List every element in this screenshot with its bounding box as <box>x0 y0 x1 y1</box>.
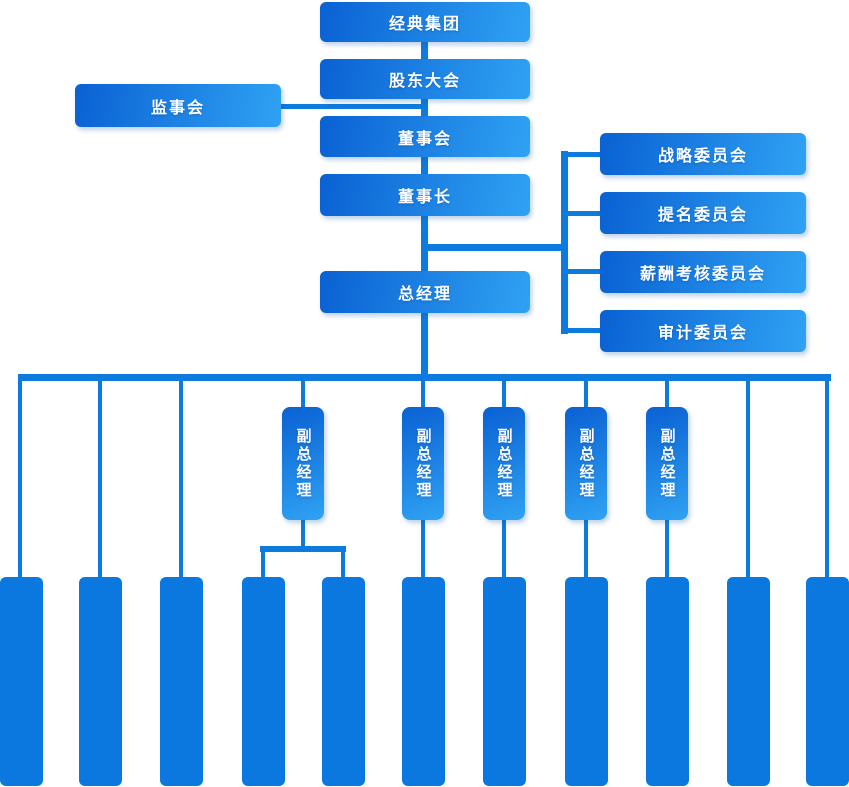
node-committee-nomination: 提名委员会 <box>600 192 806 234</box>
connector-deputy1-subbar <box>260 546 346 552</box>
node-general-manager: 总经理 <box>320 271 530 313</box>
node-deputy-gm-5: 副总经理 <box>646 407 688 520</box>
node-department-8 <box>565 577 608 786</box>
node-deputy-gm-1: 副总经理 <box>282 407 324 520</box>
node-supervisory-label: 监事会 <box>150 99 205 117</box>
node-department-2 <box>79 577 122 786</box>
node-shareholders-label: 股东大会 <box>388 73 461 90</box>
connector-deputy2-stem <box>421 520 425 577</box>
node-committee-audit: 审计委员会 <box>600 310 806 352</box>
connector-gm-mainbar <box>421 313 428 374</box>
node-deputy-gm-5-label: 副总经理 <box>658 427 676 500</box>
node-chairman-label: 董事长 <box>397 189 452 206</box>
node-committee-nomination-label: 提名委员会 <box>657 207 748 224</box>
connector-deputy5-stem <box>665 520 669 577</box>
node-deputy-gm-3-label: 副总经理 <box>495 427 513 500</box>
node-supervisory: 监事会 <box>75 84 281 127</box>
node-department-9 <box>646 577 689 786</box>
node-department-6 <box>402 577 445 786</box>
node-root-label: 经典集团 <box>388 16 461 33</box>
connector-drop-deputy-3 <box>502 381 506 407</box>
node-department-7 <box>483 577 526 786</box>
connector-committee-stub-3 <box>568 269 600 274</box>
node-deputy-gm-2-label: 副总经理 <box>414 427 432 500</box>
node-department-5 <box>322 577 365 786</box>
connector-drop-deputy-1 <box>301 381 305 407</box>
connector-committee-vline <box>561 151 568 334</box>
node-department-3 <box>160 577 203 786</box>
node-department-1 <box>0 577 43 786</box>
connector-deputy4-stem <box>584 520 588 577</box>
node-board: 董事会 <box>320 116 530 157</box>
node-department-4 <box>242 577 285 786</box>
node-department-11 <box>806 577 849 786</box>
connector-deputy1-stem <box>301 520 305 546</box>
node-shareholders: 股东大会 <box>320 59 530 99</box>
node-department-10 <box>727 577 770 786</box>
connector-main-bar <box>18 374 831 381</box>
node-committee-audit-label: 审计委员会 <box>657 325 748 342</box>
connector-committee-branch <box>428 244 568 251</box>
connector-drop-deputy-2 <box>421 381 425 407</box>
connector-root-shareholders <box>421 42 428 59</box>
node-deputy-gm-2: 副总经理 <box>402 407 444 520</box>
connector-drop-deputy-5 <box>665 381 669 407</box>
node-deputy-gm-4: 副总经理 <box>565 407 607 520</box>
connector-deputy3-stem <box>502 520 506 577</box>
connector-committee-stub-4 <box>568 328 600 333</box>
node-deputy-gm-1-label: 副总经理 <box>294 427 312 500</box>
node-root: 经典集团 <box>320 2 530 42</box>
node-deputy-gm-3: 副总经理 <box>483 407 525 520</box>
connector-drop-deputy-4 <box>584 381 588 407</box>
node-committee-strategy-label: 战略委员会 <box>657 148 748 165</box>
connector-drop-dept-2 <box>98 381 102 577</box>
connector-drop-dept-11 <box>825 381 829 577</box>
node-committee-strategy: 战略委员会 <box>600 133 806 175</box>
node-committee-compensation-label: 薪酬考核委员会 <box>639 266 766 283</box>
connector-chairman-gm <box>421 216 428 271</box>
connector-drop-dept-3 <box>179 381 183 577</box>
node-board-label: 董事会 <box>397 130 452 148</box>
connector-committee-stub-2 <box>568 211 600 216</box>
connector-supervisory <box>281 104 421 109</box>
node-deputy-gm-4-label: 副总经理 <box>577 427 595 500</box>
connector-drop-dept-1 <box>18 381 22 577</box>
connector-shareholders-board <box>421 99 428 116</box>
connector-board-chairman <box>421 157 428 174</box>
node-committee-compensation: 薪酬考核委员会 <box>600 251 806 293</box>
connector-drop-dept-10 <box>746 381 750 577</box>
connector-deputy1-subdrop-2 <box>341 552 345 577</box>
node-general-manager-label: 总经理 <box>397 286 452 303</box>
connector-deputy1-subdrop-1 <box>261 552 265 577</box>
node-chairman: 董事长 <box>320 174 530 216</box>
connector-committee-stub-1 <box>568 152 600 157</box>
